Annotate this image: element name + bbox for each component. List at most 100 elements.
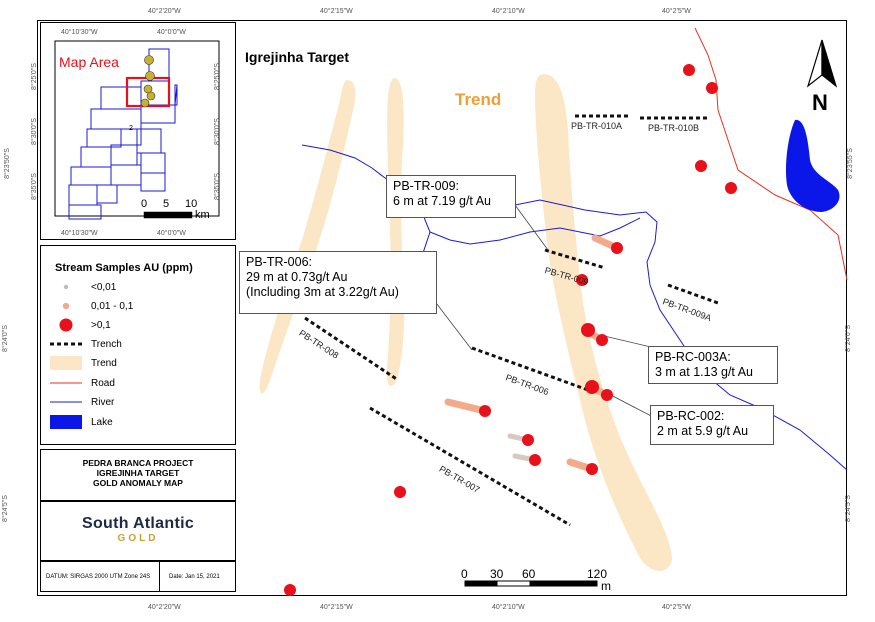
inset-coord-left-2: 8°30'0"S <box>30 118 38 145</box>
project-line-1: PEDRA BRANCA PROJECT <box>82 458 194 468</box>
inset-coord-right-2: 8°30'0"S <box>213 118 221 145</box>
sample-high <box>529 454 541 466</box>
drill-trace-4 <box>444 398 489 415</box>
inset-coord-left-1: 8°25'0"S <box>30 63 38 90</box>
leader-rc-003a <box>599 334 656 349</box>
coord-bottom-2: 40°2'15"W <box>320 604 353 611</box>
footer-panel: DATUM: SIRGAS 2000 UTM Zone 24S Date: Ja… <box>40 561 236 592</box>
legend-item-lake: Lake <box>41 413 113 431</box>
legend-item-high: >0,1 <box>41 316 111 334</box>
scale-unit: m <box>601 579 611 593</box>
logo-subtext: GOLD <box>117 533 159 544</box>
coord-top-1: 40°2'20"W <box>148 8 181 15</box>
sample-high <box>611 242 623 254</box>
legend-label-lake: Lake <box>91 416 113 428</box>
lake-icon <box>41 415 91 429</box>
callout-rc-002: PB-RC-002: 2 m at 5.9 g/t Au <box>650 405 774 445</box>
logo-text: South Atlantic <box>81 515 195 532</box>
scale-tick-120: 120 <box>587 567 608 581</box>
coord-bottom-4: 40°2'5"W <box>662 604 691 611</box>
callout-rc-002-line1: PB-RC-002: <box>657 409 725 423</box>
trench-tr-009a <box>667 283 719 305</box>
project-info-panel: PEDRA BRANCA PROJECT IGREJINHA TARGET GO… <box>40 449 236 501</box>
coord-left-3: 8°24'5"S <box>1 495 9 522</box>
callout-tr-006-line3: (Including 3m at 3.22g/t Au) <box>246 285 399 299</box>
sample-high <box>576 274 588 286</box>
legend-panel: Stream Samples AU (ppm) <0,01 0,01 - 0,1… <box>40 245 236 445</box>
sample-high <box>522 434 534 446</box>
inset-coord-top-1: 40°10'30"W <box>61 29 98 36</box>
coord-right-1: 8°23'55"S <box>846 148 854 179</box>
callout-tr-009-line2: 6 m at 7.19 g/t Au <box>393 194 491 208</box>
sample-high <box>394 486 406 498</box>
trench-tr-009 <box>544 248 606 270</box>
project-line-3: GOLD ANOMALY MAP <box>93 478 183 488</box>
trench-tr-008 <box>304 316 399 382</box>
leader-tr-006 <box>429 294 473 351</box>
coord-left-1: 8°23'50"S <box>3 148 11 179</box>
callout-tr-006-line2: 29 m at 0.73g/t Au <box>246 270 348 284</box>
legend-item-trend: Trend <box>41 354 117 372</box>
leader-tr-009 <box>514 204 549 251</box>
logo-panel: South Atlantic GOLD <box>40 501 236 561</box>
inset-coord-right-3: 8°35'0"S <box>213 173 221 200</box>
sample-high <box>284 584 296 596</box>
sample-high <box>585 380 599 394</box>
legend-label-high: >0,1 <box>91 319 111 331</box>
trench-label-tr-010b: PB-TR-010B <box>648 123 700 133</box>
coord-bottom-3: 40°2'10"W <box>492 604 525 611</box>
trend-zone-west-2 <box>386 78 405 386</box>
legend-label-trend: Trend <box>91 357 117 369</box>
leader-rc-002 <box>604 391 656 419</box>
project-line-2: IGREJINHA TARGET <box>96 468 180 478</box>
legend-label-river: River <box>91 396 115 408</box>
inset-scale-tick-0: 0 <box>141 198 148 210</box>
scale-tick-0: 0 <box>461 567 468 581</box>
inset-block-number: 2 <box>129 125 133 132</box>
callout-rc-003a-line2: 3 m at 1.13 g/t Au <box>655 365 753 379</box>
lake <box>785 119 840 212</box>
inset-coord-top-2: 40°0'0"W <box>157 29 186 36</box>
callout-rc-002-line2: 2 m at 5.9 g/t Au <box>657 424 749 438</box>
north-arrow-icon <box>806 39 838 88</box>
road-icon <box>41 381 91 385</box>
coord-top-3: 40°2'10"W <box>492 8 525 15</box>
legend-title: Stream Samples AU (ppm) <box>55 262 193 274</box>
inset-scale-tick-5: 5 <box>163 198 170 210</box>
legend-item-low: <0,01 <box>41 278 116 296</box>
trench-icon <box>41 341 91 347</box>
scale-tick-30: 30 <box>490 567 504 581</box>
sample-high <box>479 405 491 417</box>
legend-label-road: Road <box>91 377 115 389</box>
north-label: N <box>812 90 828 115</box>
legend-label-trench: Trench <box>91 338 122 350</box>
inset-coord-left-3: 8°35'0"S <box>30 173 38 200</box>
legend-label-low: <0,01 <box>91 281 117 293</box>
scale-tick-60: 60 <box>522 567 536 581</box>
sample-high <box>695 160 707 172</box>
inset-scale-tick-10: 10 <box>185 198 198 210</box>
inset-scale-unit: km <box>195 209 210 221</box>
trend-icon <box>41 356 91 370</box>
sample-mid-icon <box>41 301 91 311</box>
sample-high <box>683 64 695 76</box>
coord-right-3: 8°24'5"S <box>844 495 852 522</box>
coord-top-4: 40°2'5"W <box>662 8 691 15</box>
coord-right-2: 8°24'0"S <box>844 325 852 352</box>
sample-low-icon <box>41 282 91 292</box>
sample-high <box>596 334 608 346</box>
trend-zone-west-1 <box>259 80 356 394</box>
inset-map-area-label: Map Area <box>59 54 119 70</box>
legend-item-river: River <box>41 393 114 411</box>
scale-bar <box>464 580 598 587</box>
inset-map-panel: Map Area 40°10'30"W 40°0'0"W 40°10'30"W … <box>31 22 236 240</box>
sample-high <box>601 389 613 401</box>
callout-tr-009-line1: PB-TR-009: <box>393 179 459 193</box>
sample-high <box>581 323 595 337</box>
legend-label-mid: 0,01 - 0,1 <box>91 300 134 312</box>
legend-item-road: Road <box>41 374 115 392</box>
inset-coord-right-1: 8°25'0"S <box>213 63 221 90</box>
callout-rc-003a-line1: PB-RC-003A: <box>655 350 731 364</box>
coord-left-2: 8°24'0"S <box>1 325 9 352</box>
coord-top-2: 40°2'15"W <box>320 8 353 15</box>
